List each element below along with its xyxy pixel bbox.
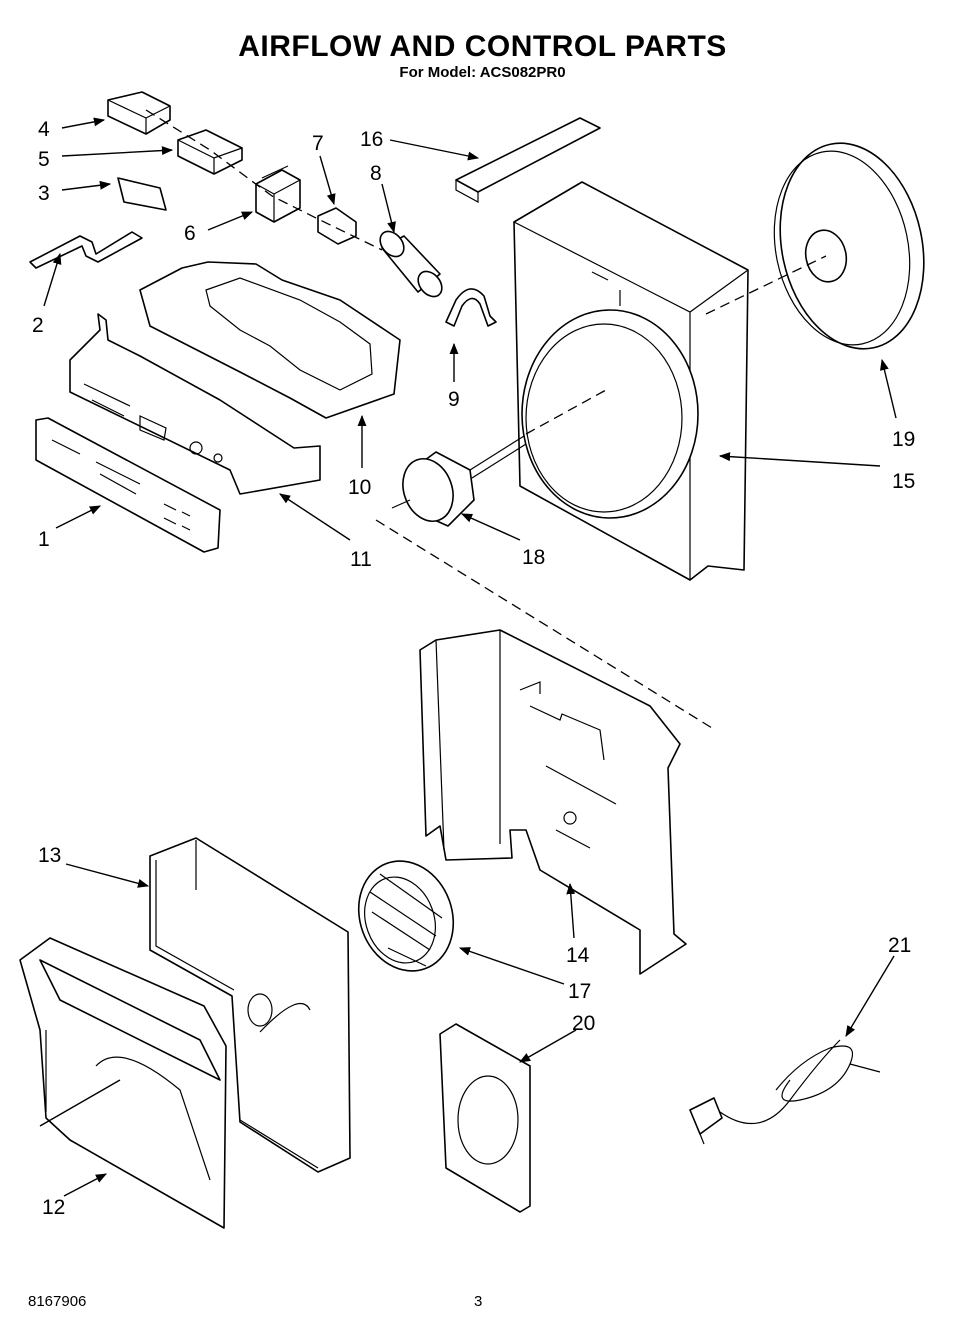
model-subtitle: For Model: ACS082PR0: [399, 64, 566, 81]
part-3-label-plate: [117, 177, 167, 211]
part-1-control-panel: [35, 417, 221, 553]
callout-label: 16: [360, 128, 383, 151]
callout-label: 8: [370, 162, 382, 185]
part-19-shroud-ring: [773, 142, 925, 350]
part-5-board: [177, 129, 243, 175]
callout-leaders: [39, 117, 897, 1197]
page-number: 3: [474, 1293, 483, 1310]
callout-label: 21: [888, 934, 911, 957]
part-4-board: [107, 91, 171, 135]
part-13-scroll-frame: [149, 837, 351, 1173]
part-8-capacitor: [379, 230, 443, 298]
callout-label: 5: [38, 148, 50, 171]
callout-label: 4: [38, 118, 50, 141]
part-11-control-bracket: [69, 313, 321, 495]
shaft-alignment-line-1: [375, 519, 713, 729]
callout-label: 1: [38, 528, 50, 551]
part-20-discharge-grille: [439, 1023, 531, 1213]
page-title: AIRFLOW AND CONTROL PARTS: [238, 30, 727, 63]
part-17-blower-wheel: [357, 860, 455, 972]
part-10-base-plate: [139, 261, 401, 419]
part-7-connector: [317, 207, 357, 245]
part-18-fan-motor: [391, 435, 527, 527]
callout-label: 20: [572, 1012, 595, 1035]
callout-label: 7: [312, 132, 324, 155]
shaft-alignment-line-2: [705, 255, 827, 315]
callout-label: 6: [184, 222, 196, 245]
part-15-fan-shroud: [513, 181, 749, 581]
part-14-bulkhead: [419, 629, 687, 975]
part-16-seal-strip: [455, 117, 601, 204]
document-number: 8167906: [28, 1293, 87, 1310]
part-9-strap: [445, 288, 497, 327]
part-12-blower-scroll: [19, 937, 227, 1229]
callout-label: 13: [38, 844, 61, 867]
part-21-power-cord: [689, 1039, 881, 1145]
callout-label: 12: [42, 1196, 65, 1219]
part-2-bracket: [29, 231, 143, 269]
part-6-transformer: [255, 165, 301, 223]
callout-label: 9: [448, 388, 460, 411]
callout-label: 17: [568, 980, 591, 1003]
callout-label: 3: [38, 182, 50, 205]
callout-label: 10: [348, 476, 371, 499]
callout-label: 15: [892, 470, 915, 493]
callout-label: 2: [32, 314, 44, 337]
hardware-alignment-line: [145, 109, 383, 251]
callout-label: 14: [566, 944, 590, 967]
callout-label: 19: [892, 428, 915, 451]
callout-label: 11: [350, 548, 372, 571]
callout-label: 18: [522, 546, 545, 569]
